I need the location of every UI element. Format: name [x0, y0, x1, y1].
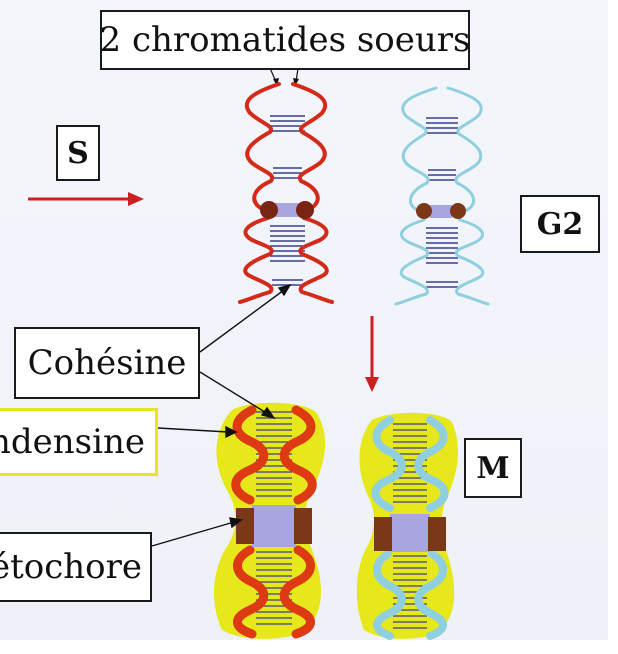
red-kinetochore-right [296, 201, 314, 219]
phase-m-label: M [464, 438, 522, 498]
blue-m-kinetochore-right [428, 517, 446, 551]
red-centromere [275, 203, 299, 217]
chromatid-cohesion-diagram: 2 chromatides soeurs S G2 M Cohésine nde… [0, 0, 608, 640]
red-cohesin-rungs [270, 115, 305, 286]
blue-kinetochore-left [416, 203, 432, 219]
kinetochore-label: étochore [0, 532, 152, 602]
condensin-label: ndensine [0, 408, 158, 476]
diagram-artwork [28, 67, 490, 640]
m-red-chromosome [214, 402, 326, 639]
red-m-centromere [252, 505, 296, 547]
g2-red-chromatid-pair [238, 82, 334, 304]
phase-s-label: S [56, 125, 100, 181]
red-m-chromatid-left [231, 405, 269, 639]
blue-m-chromatid-left [371, 416, 406, 640]
blue-chromatid-right [446, 86, 490, 306]
sister-chromatids-label: 2 chromatides soeurs [100, 10, 470, 70]
red-kinetochore-left [260, 201, 278, 219]
red-m-kinetochore-right [294, 508, 312, 544]
blue-m-centromere [390, 514, 430, 552]
cohesin-label: Cohésine [14, 327, 200, 399]
blue-centromere [430, 205, 452, 218]
g2-blue-chromatid-pair [394, 86, 490, 306]
blue-kinetochore-right [450, 203, 466, 219]
blue-chromatid-left [394, 86, 438, 306]
phase-g2-label: G2 [520, 195, 600, 253]
blue-cohesin-rungs [426, 117, 458, 288]
blue-m-chromatid-right [414, 416, 449, 640]
red-m-chromatid-right [279, 405, 317, 639]
blue-m-kinetochore-left [374, 517, 392, 551]
leader-lines [151, 283, 292, 547]
red-m-kinetochore-left [236, 508, 254, 544]
g2-to-m-arrow [365, 316, 379, 392]
s-phase-arrow [28, 192, 144, 206]
m-blue-chromosome [356, 412, 459, 640]
